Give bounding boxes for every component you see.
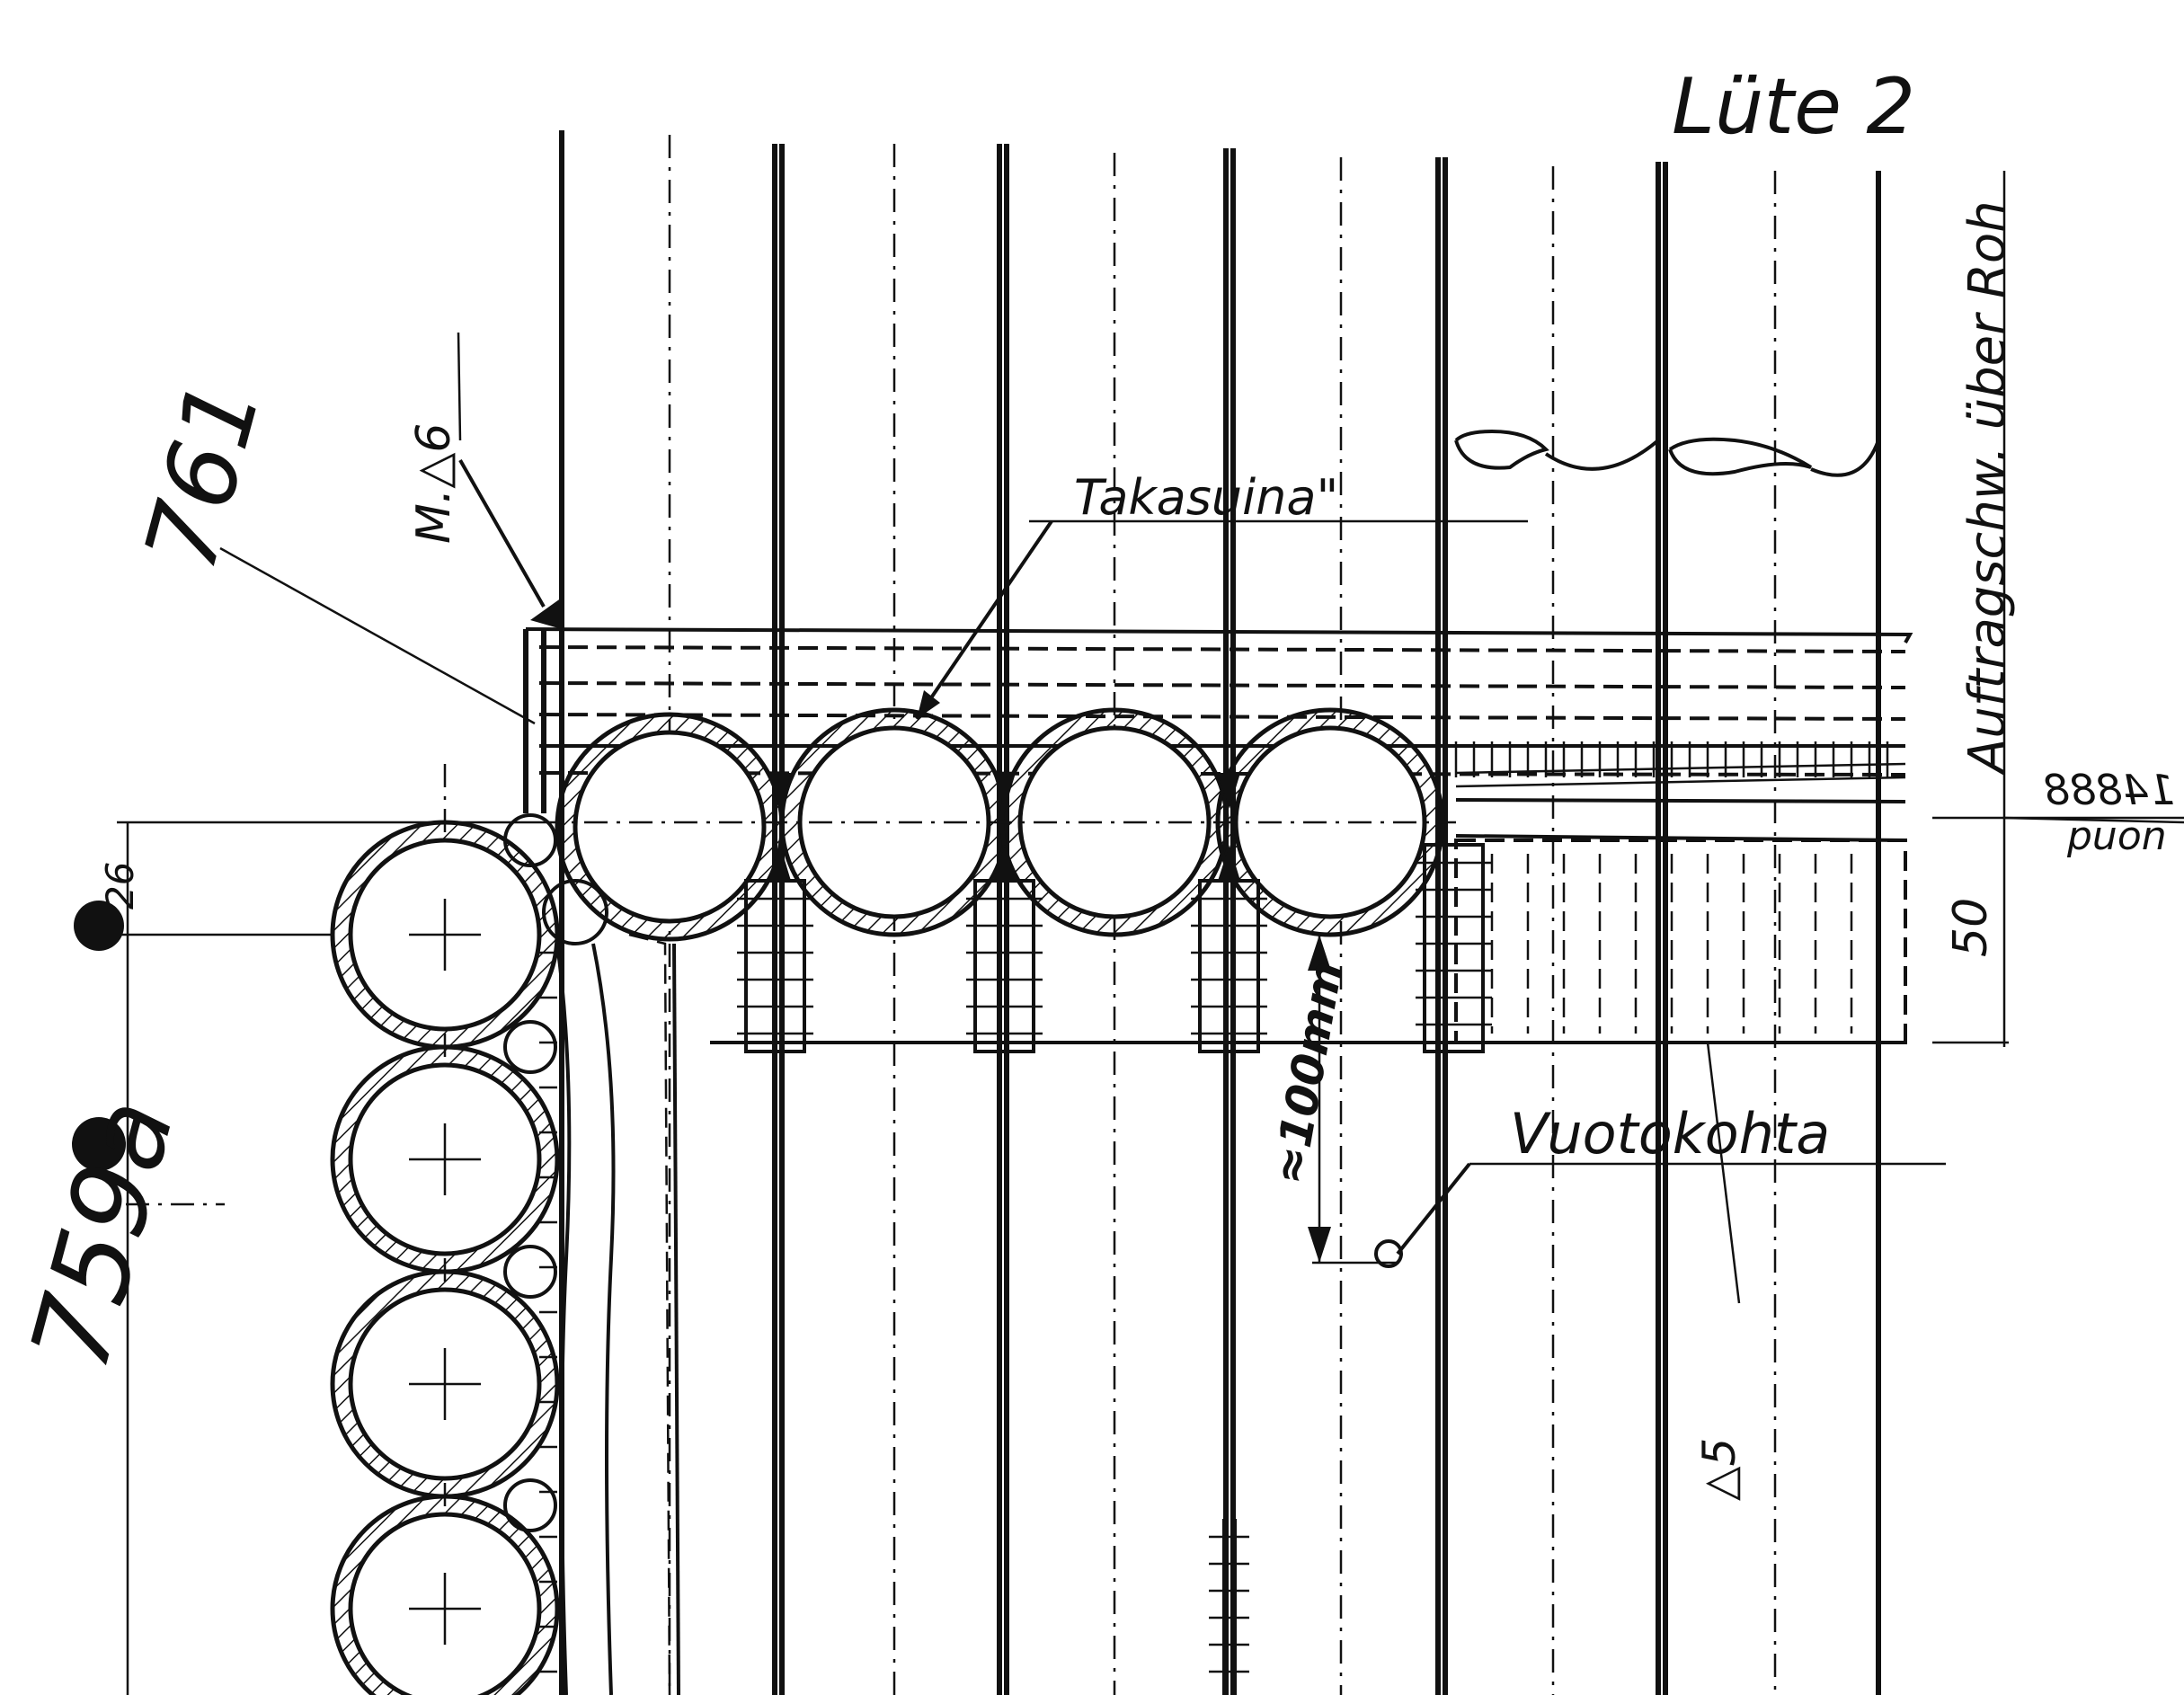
wall-tube-lines	[559, 130, 1881, 1695]
ref-number-14888: 14888	[2044, 766, 2175, 814]
dimension-50: 50	[1944, 898, 1998, 957]
weld-symbol-m6: M.△6	[407, 423, 461, 544]
takasuina-label: Takasuina"	[1074, 469, 1338, 526]
weld-symbol-5: △5	[1693, 1438, 1745, 1501]
ref-puon: puon	[2066, 813, 2167, 859]
fin-bars	[710, 839, 1907, 1053]
dimension-26: 26	[98, 862, 142, 910]
dimension-100mm: ≈100mm	[1263, 957, 1354, 1188]
top-right-loops	[1454, 429, 1880, 477]
side-tube-column	[330, 813, 1249, 1695]
sheet-label: Lüte 2	[1672, 62, 1915, 152]
auftragschw-label: Auftragschw. über Roh	[1958, 200, 2017, 776]
dimension-lines	[72, 171, 2184, 1695]
vuotokohta-label: Vuotokohta	[1510, 1101, 1830, 1167]
part-number-759a: 759a	[8, 1087, 200, 1381]
part-number-761: 761	[122, 369, 282, 581]
header-tube-row	[539, 707, 1456, 942]
